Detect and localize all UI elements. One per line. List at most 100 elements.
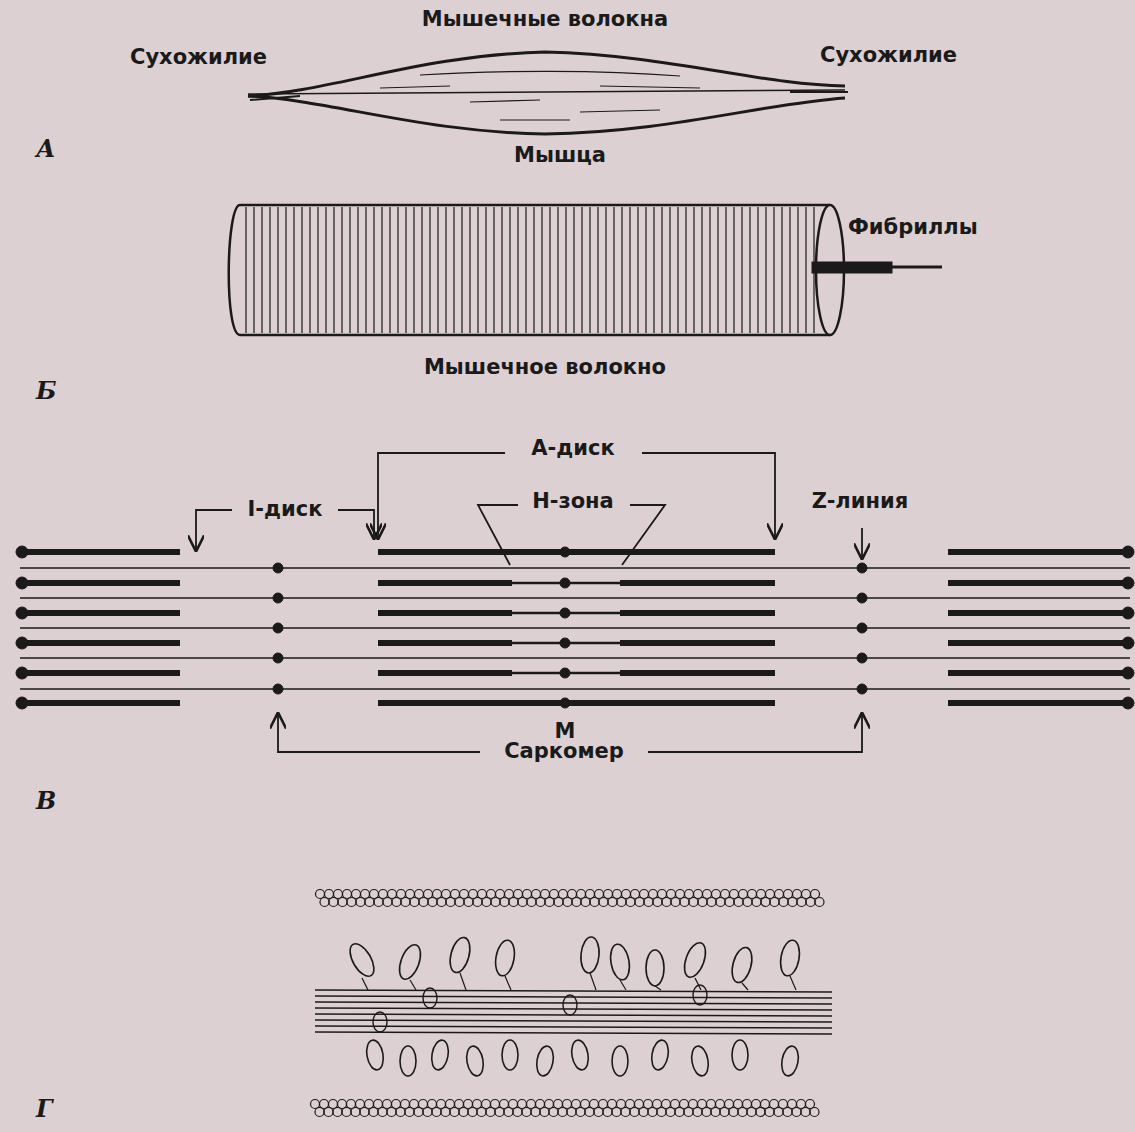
- myosin-filament: [22, 549, 180, 555]
- striation-line: [445, 207, 446, 333]
- myosin-neck: [362, 978, 368, 990]
- myosin-head: [447, 935, 474, 974]
- sarcomere: [16, 546, 1134, 709]
- myosin-head: [612, 1046, 628, 1076]
- striation-line: [573, 207, 574, 333]
- striation-line: [373, 207, 374, 333]
- striation-line: [429, 207, 430, 333]
- myosin-filament: [22, 670, 180, 676]
- myosin-head: [535, 1045, 556, 1077]
- striation-line: [501, 207, 502, 333]
- myosin-head: [579, 936, 600, 973]
- myosin-neck: [460, 973, 466, 990]
- striation-line: [773, 207, 774, 333]
- actin-bead: [810, 1108, 819, 1117]
- myosin-head: [778, 939, 802, 978]
- myosin-filament: [620, 640, 775, 646]
- myosin-neck: [742, 983, 748, 990]
- z-line-dot: [857, 684, 867, 694]
- striation-line: [381, 207, 382, 333]
- myosin-tail: [315, 1020, 832, 1022]
- striation-line: [789, 207, 790, 333]
- m-line-dot: [16, 577, 28, 589]
- myosin-filament: [948, 640, 1128, 646]
- myosin-tail: [315, 1032, 832, 1034]
- label-text: Мышечные волокна: [422, 8, 668, 31]
- myosin-head: [680, 940, 709, 980]
- striation-line: [693, 207, 694, 333]
- striation-line: [565, 207, 566, 333]
- actin-filament: [20, 657, 1130, 659]
- m-line-dot: [1122, 697, 1134, 709]
- striation-line: [357, 207, 358, 333]
- striation-line: [525, 207, 526, 333]
- myosin-filament: [378, 700, 775, 706]
- m-line-dot: [560, 578, 570, 588]
- myosin-filament: [948, 610, 1128, 616]
- striation-line: [333, 207, 334, 333]
- striation-line: [741, 207, 742, 333]
- m-line-dot: [560, 668, 570, 678]
- label-text: Z-линия: [809, 490, 911, 513]
- myosin-filament: [378, 640, 512, 646]
- label-text: Н-зона: [529, 490, 617, 513]
- myosin-head: [646, 950, 664, 986]
- myosin-filament: [22, 580, 180, 586]
- m-line-dot: [560, 608, 570, 618]
- striation-line: [397, 207, 398, 333]
- actin-bead: [815, 898, 824, 907]
- myosin-neck: [790, 976, 796, 990]
- myosin-head: [570, 1039, 591, 1071]
- myosin-neck: [695, 978, 701, 990]
- myosin-filament: [620, 580, 775, 586]
- actin-filament: [20, 688, 1130, 690]
- fibril: [812, 262, 892, 273]
- actin-filament: [20, 567, 1130, 569]
- myosin-filament: [948, 549, 1128, 555]
- myosin-filament: [378, 549, 775, 555]
- striation-line: [621, 207, 622, 333]
- m-line-dot: [1122, 637, 1134, 649]
- striation-line: [277, 207, 278, 333]
- striation-line: [365, 207, 366, 333]
- myosin-neck: [505, 976, 511, 990]
- striation-line: [533, 207, 534, 333]
- myosin-filament: [378, 670, 512, 676]
- myosin-head: [365, 1039, 386, 1071]
- myosin-head: [780, 1045, 801, 1077]
- myosin-filament: [620, 610, 775, 616]
- striation-line: [293, 207, 294, 333]
- label-text: А-диск: [528, 437, 617, 460]
- label-text: Сухожилие: [820, 44, 957, 67]
- striation-line: [341, 207, 342, 333]
- striation-line: [301, 207, 302, 333]
- striation-line: [549, 207, 550, 333]
- m-line-dot: [1122, 607, 1134, 619]
- m-line-dot: [16, 697, 28, 709]
- striation-line: [781, 207, 782, 333]
- label-text: Саркомер: [501, 740, 627, 763]
- myosin-head: [430, 1039, 451, 1071]
- myosin-head: [373, 1012, 387, 1032]
- myosin-head: [400, 1046, 416, 1076]
- striation-line: [605, 207, 606, 333]
- myosin-head: [493, 939, 517, 978]
- myosin-filament: [948, 580, 1128, 586]
- striation-line: [437, 207, 438, 333]
- z-line-dot: [857, 653, 867, 663]
- muscle-shape: [248, 52, 848, 134]
- striation-line: [517, 207, 518, 333]
- striation-line: [589, 207, 590, 333]
- striation-line: [469, 207, 470, 333]
- striation-line: [405, 207, 406, 333]
- striation-line: [581, 207, 582, 333]
- striation-line: [709, 207, 710, 333]
- striation-line: [325, 207, 326, 333]
- striation-line: [413, 207, 414, 333]
- label-text: I-диск: [245, 498, 326, 521]
- striation-line: [541, 207, 542, 333]
- striation-line: [613, 207, 614, 333]
- m-line-dot: [560, 698, 570, 708]
- m-line-dot: [560, 547, 570, 557]
- myosin-head: [690, 1045, 711, 1077]
